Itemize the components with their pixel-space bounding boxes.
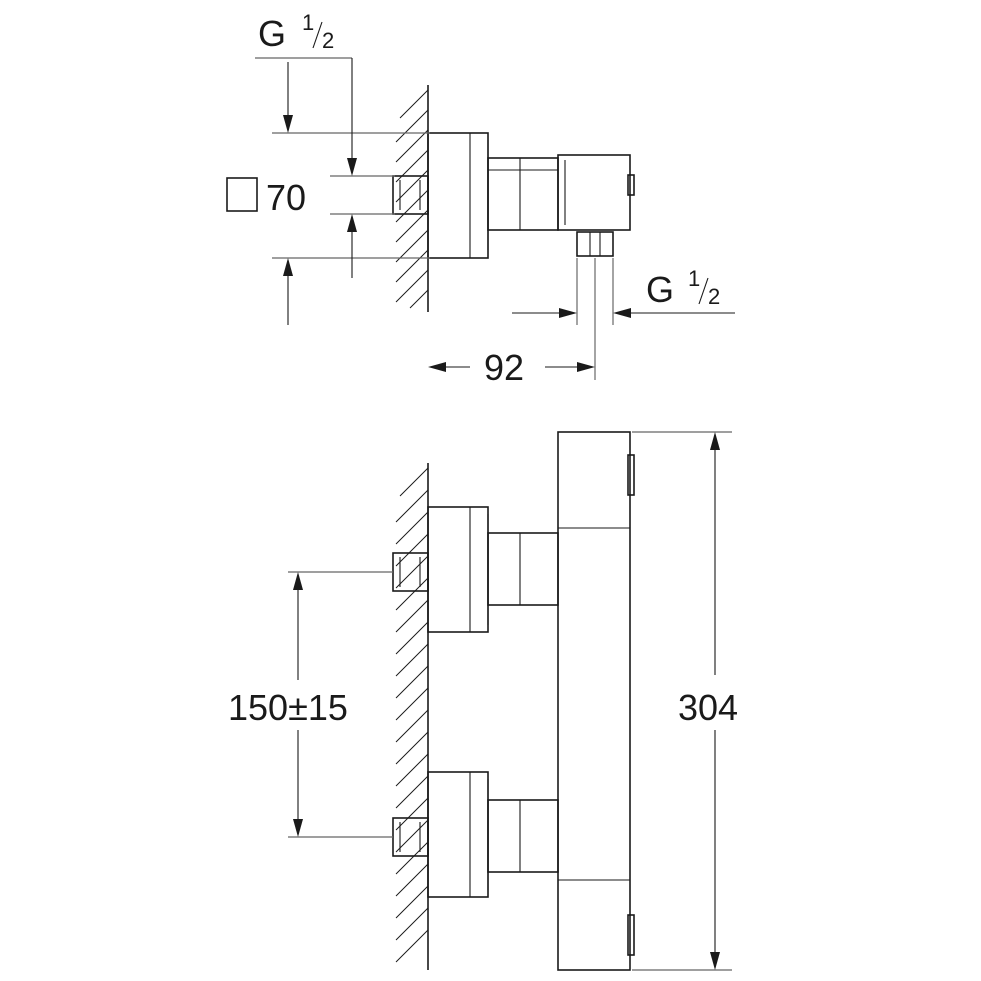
square-symbol-icon — [226, 177, 258, 212]
top-connector — [487, 157, 559, 231]
square-size-label: 70 — [266, 177, 306, 218]
top-inlet-thread-label: G 1 2 — [258, 10, 334, 54]
svg-text:2: 2 — [322, 28, 334, 53]
svg-text:1: 1 — [688, 266, 700, 291]
svg-text:G: G — [646, 269, 674, 310]
svg-text:1: 1 — [302, 10, 314, 35]
front-view: 150±15 304 — [228, 431, 738, 971]
outlet-thread-label: G 1 2 — [646, 266, 720, 310]
top-wall-hatching — [395, 89, 429, 309]
top-valve-body — [557, 154, 631, 231]
inlet-spacing-label: 150±15 — [228, 687, 348, 728]
top-outlet — [576, 231, 614, 257]
upper-rosette — [427, 506, 489, 633]
upper-connector — [487, 532, 559, 606]
height-label: 304 — [678, 687, 738, 728]
lower-connector — [487, 799, 559, 873]
top-rosette — [427, 132, 489, 259]
svg-text:2: 2 — [708, 284, 720, 309]
thermostat-body — [557, 431, 631, 971]
lower-rosette — [427, 771, 489, 898]
front-wall-hatching — [395, 467, 429, 963]
projection-label: 92 — [484, 347, 524, 388]
top-view: G 1 2 70 G 1 2 92 — [226, 10, 735, 388]
svg-text:G: G — [258, 13, 286, 54]
